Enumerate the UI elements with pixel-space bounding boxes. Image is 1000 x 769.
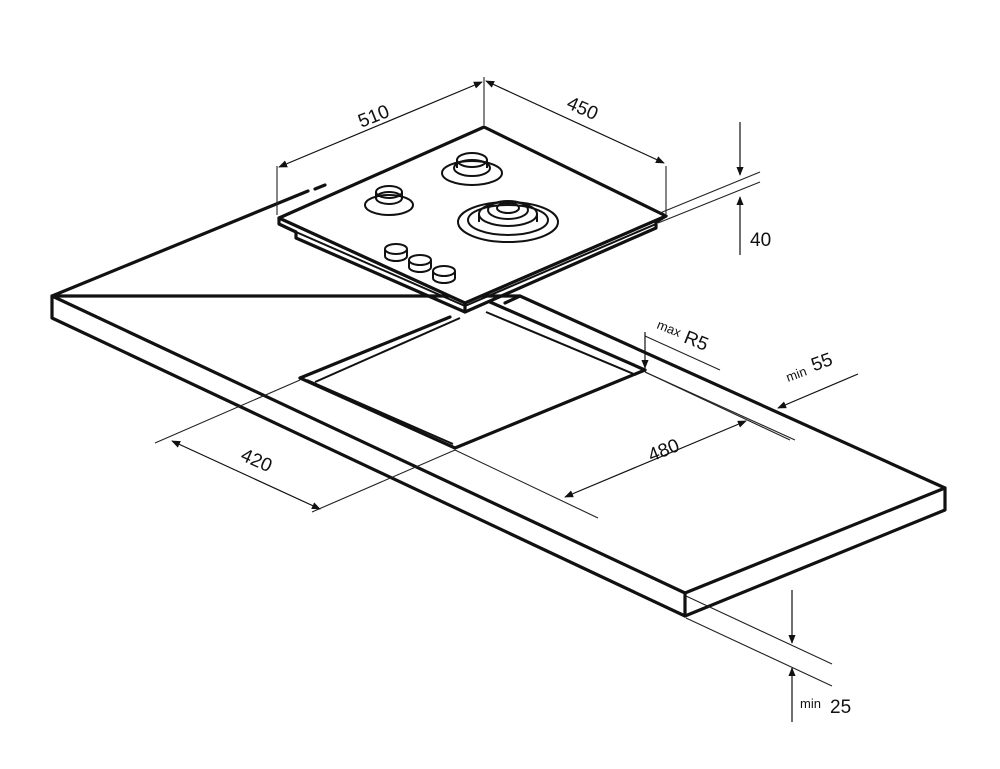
dimension-label-450: 450 <box>563 93 601 125</box>
dimension-corner-radius: max R5 <box>641 317 721 371</box>
dimension-label-510: 510 <box>355 101 392 132</box>
dimension-hob-height: 40 <box>657 122 771 255</box>
corner-radius-value: R5 <box>681 327 711 356</box>
rear-clearance-prefix: min <box>784 364 809 385</box>
control-knob-icon <box>384 243 408 262</box>
worktop-thickness-value: 25 <box>830 697 851 718</box>
dimension-worktop-thickness: min 25 <box>685 590 851 722</box>
dimension-rear-clearance: min 55 <box>644 349 859 441</box>
corner-radius-prefix: max <box>655 317 684 340</box>
small-burner-icon <box>364 185 414 216</box>
dimension-cutout-depth: 420 <box>154 379 456 513</box>
worktop-thickness-prefix: min <box>800 696 821 711</box>
dimension-hob-depth: 450 <box>485 80 667 214</box>
control-knob-icon <box>408 254 432 273</box>
hob <box>277 125 668 314</box>
dimension-label-40: 40 <box>750 230 771 251</box>
dimension-label-480: 480 <box>645 435 682 466</box>
rear-clearance-value: 55 <box>808 349 835 376</box>
control-knob-icon <box>432 265 456 284</box>
large-burner-icon <box>457 200 559 243</box>
dimension-label-420: 420 <box>237 445 275 477</box>
worktop <box>50 183 947 618</box>
cutout-opening <box>298 300 647 450</box>
